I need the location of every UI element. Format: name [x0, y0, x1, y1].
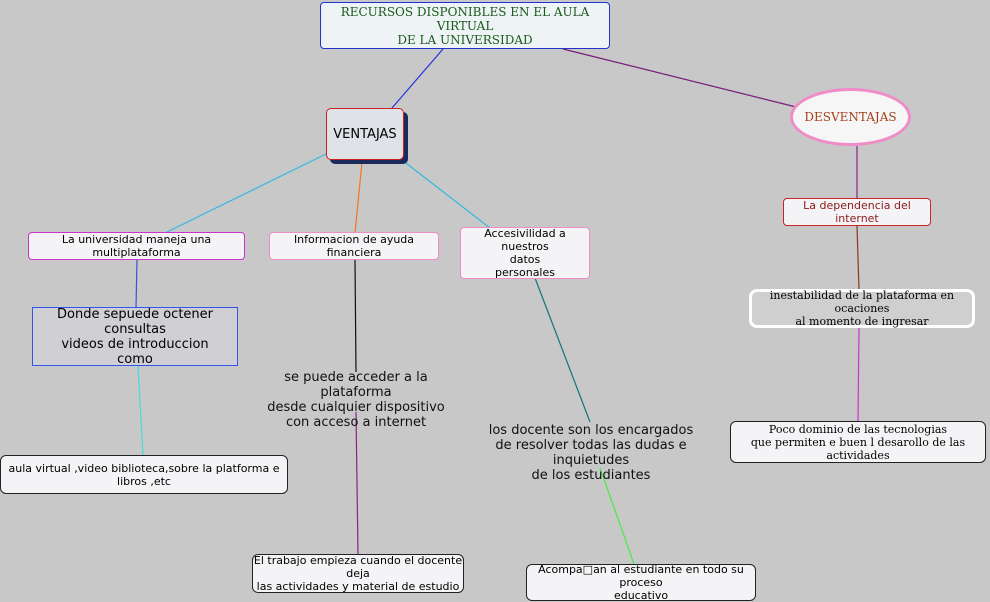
desventajas-node[interactable]: DESVENTAJAS [790, 88, 911, 146]
inestabilidad-node[interactable]: inestabilidad de la plataforma en ocacio… [749, 289, 975, 328]
link-multiplataforma-consultas [135, 259, 138, 309]
link-ventajas-financiera [354, 161, 363, 234]
ventajas-node[interactable]: VENTAJAS [326, 108, 404, 160]
acompanan-label: Acompa□an al estudiante en todo su proce… [538, 563, 744, 602]
link-consultas-aula [137, 365, 144, 456]
link-financiera-acceso [354, 259, 357, 373]
link-docentes-acompanan [599, 467, 635, 565]
financiera-node[interactable]: Informacion de ayuda financiera [269, 232, 439, 260]
aula-node[interactable]: aula virtual ,video biblioteca,sobre la … [0, 455, 288, 494]
consultas-node[interactable]: Donde sepuede octener consultas videos d… [32, 306, 238, 367]
docentes-text: los docente son los encargados de resolv… [488, 423, 694, 483]
desventajas-label: DESVENTAJAS [804, 109, 897, 124]
dependencia-label: La dependencia del internet [803, 199, 911, 225]
root-label: RECURSOS DISPONIBLES EN EL AULA VIRTUAL … [340, 4, 590, 47]
dominio-node[interactable]: Poco dominio de las tecnologias que perm… [730, 421, 986, 463]
consultas-label: Donde sepuede octener consultas videos d… [56, 306, 213, 367]
multiplataforma-node[interactable]: La universidad maneja una multiplataform… [28, 232, 245, 260]
link-acceso-trabajo [355, 411, 359, 555]
link-dependencia-inestabilidad [856, 225, 860, 291]
dependencia-node[interactable]: La dependencia del internet [783, 198, 931, 226]
link-accesibilidad-docentes [534, 277, 591, 423]
financiera-label: Informacion de ayuda financiera [293, 233, 415, 259]
trabajo-label: El trabajo empieza cuando el docente dej… [253, 554, 463, 593]
ventajas-label: VENTAJAS [333, 126, 397, 142]
accesibilidad-node[interactable]: Accesivilidad a nuestros datos personale… [460, 227, 590, 279]
dominio-label: Poco dominio de las tecnologias que perm… [750, 422, 966, 462]
link-root-ventajas [391, 48, 444, 109]
acompanan-node[interactable]: Acompa□an al estudiante en todo su proce… [526, 563, 756, 602]
acceso-text: se puede acceder a la plataforma desde c… [267, 370, 445, 430]
accesibilidad-label: Accesivilidad a nuestros datos personale… [484, 227, 566, 279]
multiplataforma-label: La universidad maneja una multiplataform… [61, 233, 212, 259]
trabajo-node[interactable]: El trabajo empieza cuando el docente dej… [252, 554, 464, 593]
link-ventajas-accesibilidad [401, 159, 491, 229]
link-inestabilidad-dominio [857, 327, 860, 422]
inestabilidad-label: inestabilidad de la plataforma en ocacio… [769, 289, 955, 328]
root-node[interactable]: RECURSOS DISPONIBLES EN EL AULA VIRTUAL … [320, 2, 610, 49]
link-root-desventajas [562, 48, 801, 109]
aula-label: aula virtual ,video biblioteca,sobre la … [8, 461, 280, 488]
link-ventajas-multiplataforma [164, 151, 331, 234]
